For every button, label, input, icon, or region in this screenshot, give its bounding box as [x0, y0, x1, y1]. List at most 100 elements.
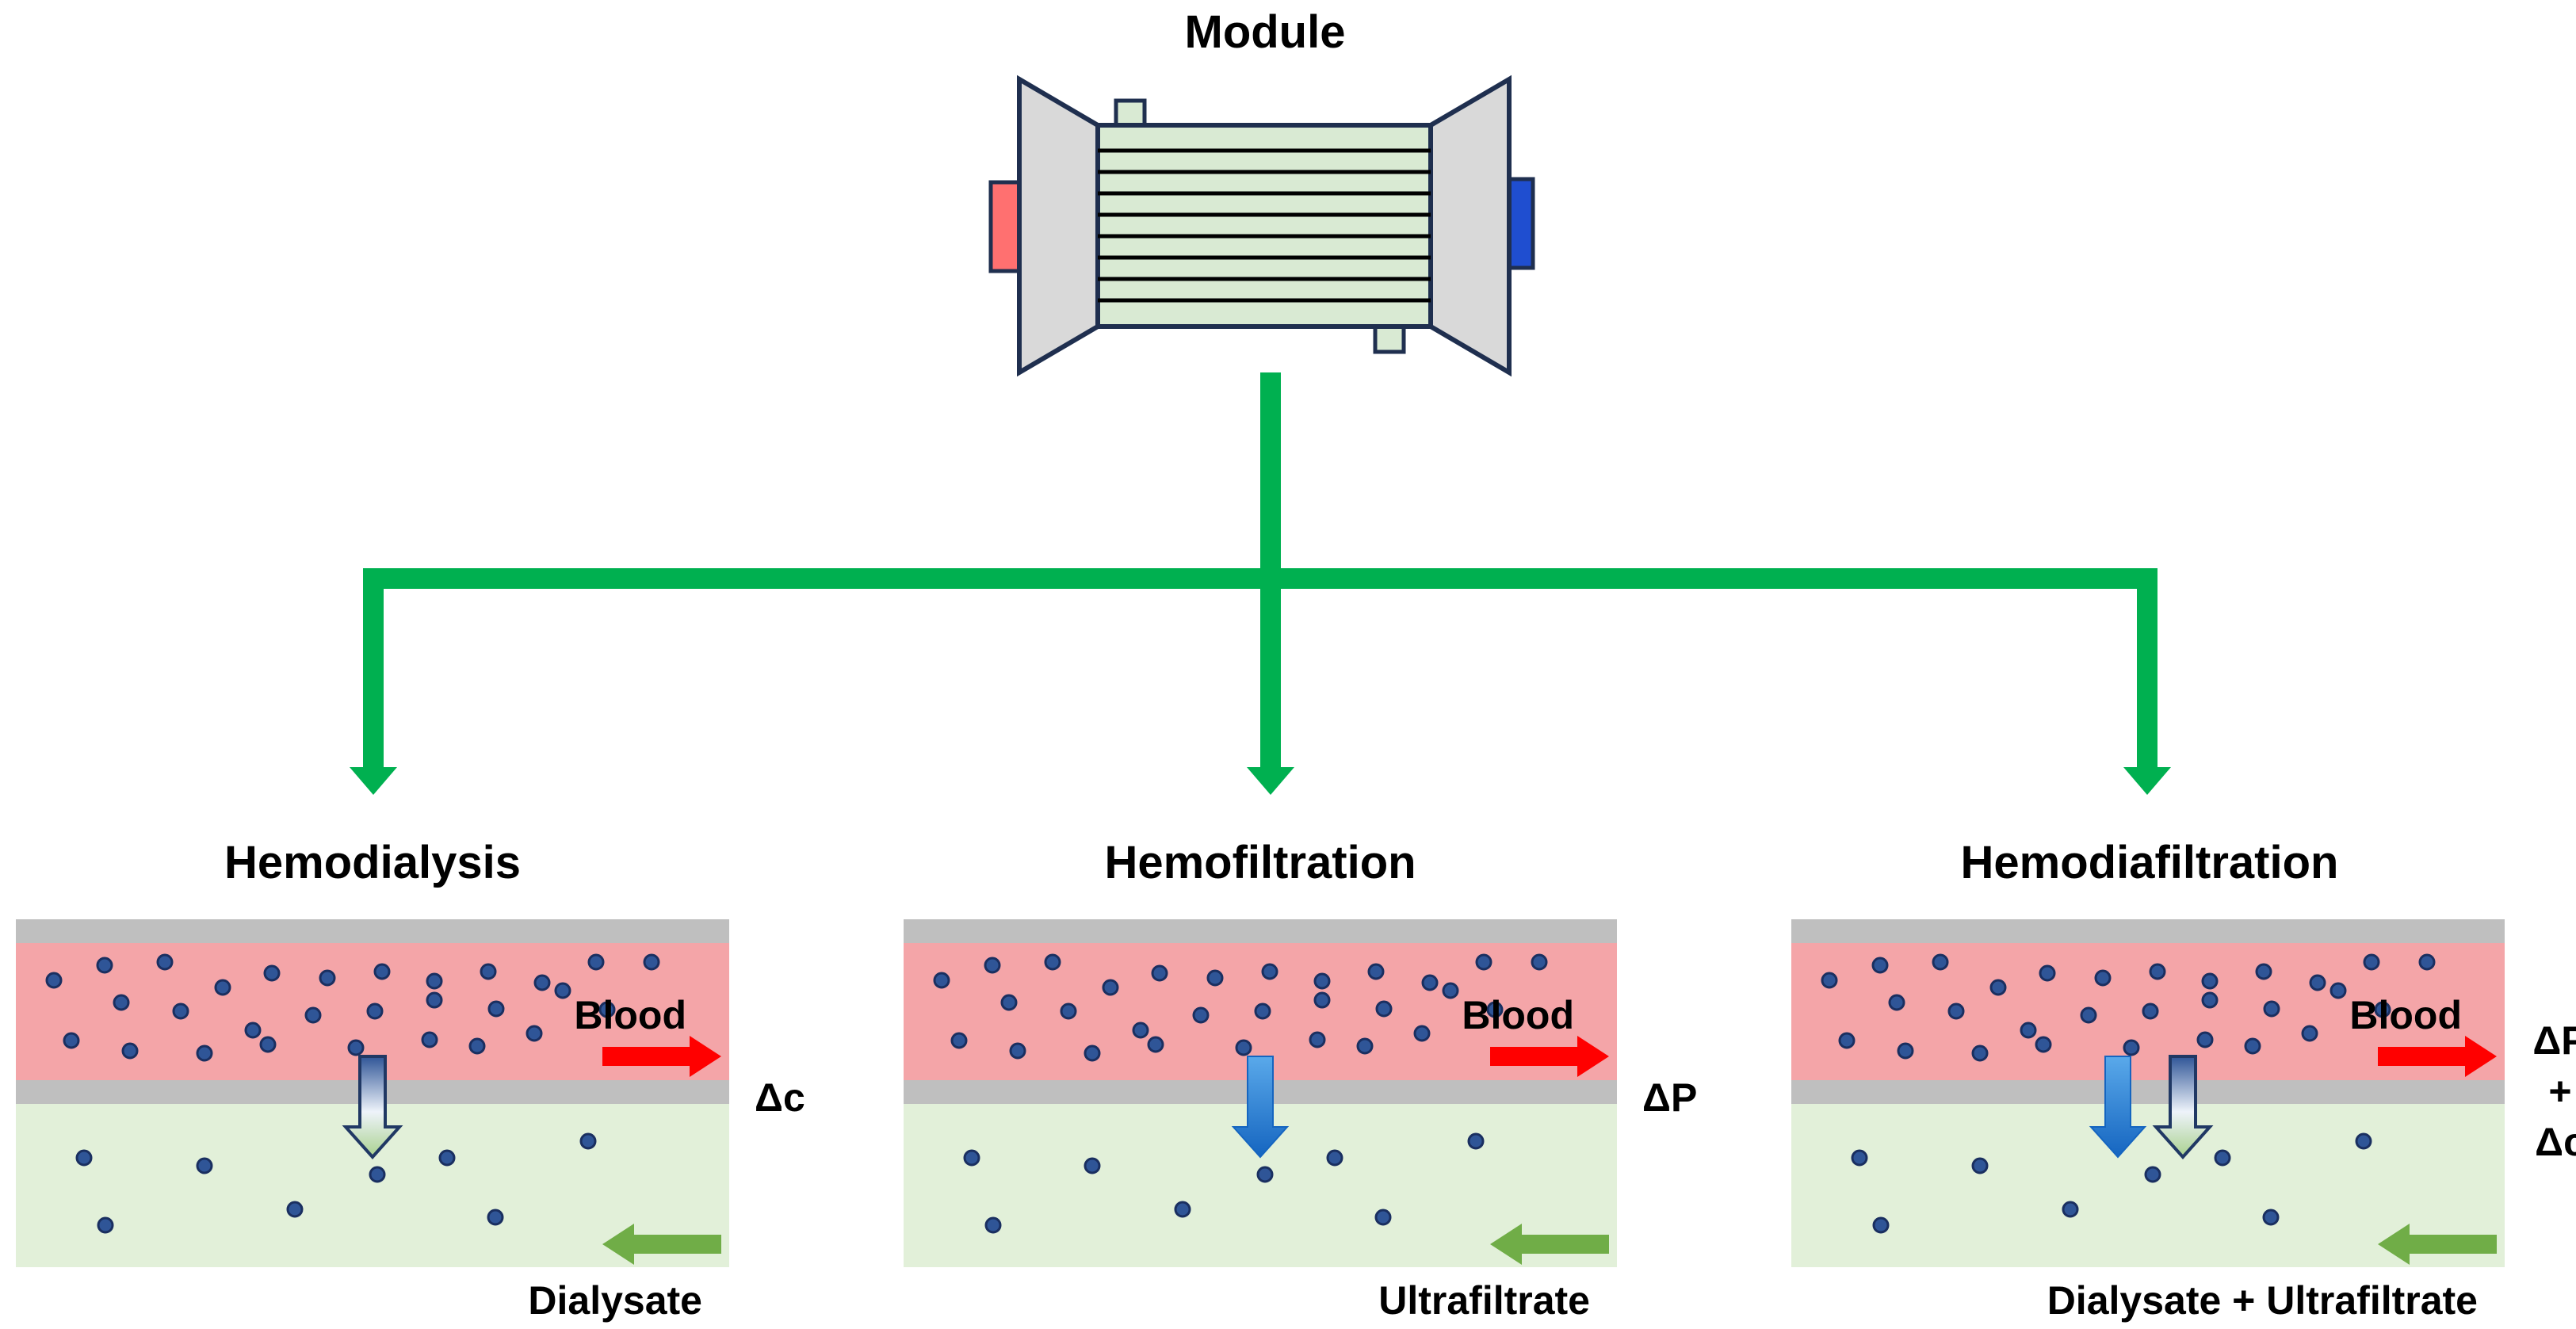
solute-particle: [1309, 1031, 1326, 1048]
solute-particle: [1947, 1002, 1965, 1020]
connector-arrowhead: [2123, 767, 2171, 795]
solute-particle: [1871, 957, 1889, 974]
solute-particle: [97, 1216, 114, 1234]
solute-particle: [2201, 972, 2219, 990]
solute-particle: [1000, 994, 1018, 1011]
module-fibers: [1098, 148, 1431, 303]
solute-particle: [1486, 1001, 1504, 1018]
solute-particle: [1888, 994, 1905, 1011]
solute-particle: [366, 1002, 384, 1020]
solute-particle: [1374, 1209, 1392, 1226]
blood-label: Blood: [2349, 993, 2462, 1037]
top-wall: [1791, 919, 2505, 943]
solute-particle: [2035, 1036, 2052, 1053]
module-fiber-body: [1095, 123, 1433, 329]
solute-particle: [286, 1201, 304, 1218]
dialyzer-module-icon: [988, 74, 1535, 377]
solute-particle: [347, 1039, 365, 1056]
solute-particle: [598, 1001, 616, 1018]
blood-label: Blood: [574, 993, 686, 1037]
connector-drop: [2137, 568, 2157, 773]
solute-particle: [2094, 969, 2112, 987]
solute-particle: [2244, 1037, 2261, 1055]
solute-particle: [1254, 1002, 1271, 1020]
solute-particle: [1147, 1036, 1164, 1053]
panel-title: Hemodiafiltration: [1961, 837, 2339, 888]
solute-particle: [426, 991, 443, 1009]
solute-particle: [554, 982, 571, 999]
solute-particle: [487, 1000, 505, 1018]
membrane: [1791, 1080, 2505, 1104]
bottom-fluid-label: Dialysate: [528, 1278, 702, 1323]
solute-particle: [984, 957, 1001, 974]
solute-particle: [244, 1022, 262, 1039]
connector-drop: [363, 568, 384, 773]
solute-particle: [2301, 1025, 2318, 1042]
solute-particle: [1326, 1149, 1343, 1167]
solute-particle: [984, 1216, 1002, 1234]
solute-particle: [1413, 1025, 1431, 1042]
module-left-cap: [1017, 74, 1100, 377]
solute-particle: [2418, 953, 2436, 971]
solute-particle: [1375, 1000, 1393, 1018]
solute-particle: [533, 974, 551, 991]
branch-connector: [350, 372, 2171, 795]
driving-force-label: Δc: [2535, 1120, 2576, 1164]
panel-title: Hemodialysis: [224, 837, 521, 888]
top-wall: [16, 919, 729, 943]
dialysate-flow-arrow: [1490, 1224, 1609, 1265]
solute-particle: [2255, 963, 2272, 980]
blood-label: Blood: [1462, 993, 1574, 1037]
solute-particle: [1932, 953, 1949, 971]
dialysate-flow-arrow: [2378, 1224, 2497, 1265]
solute-particle: [1989, 979, 2007, 996]
solute-particle: [2142, 1002, 2159, 1020]
solute-particle: [1132, 1022, 1149, 1039]
solute-particle: [196, 1044, 213, 1062]
solute-particle: [579, 1132, 597, 1150]
solute-particle: [1442, 982, 1459, 999]
solute-particle: [2329, 982, 2347, 999]
solute-particle: [2201, 991, 2219, 1009]
solute-particle: [196, 1157, 213, 1174]
solute-particle: [2263, 1000, 2280, 1018]
solute-particle: [2039, 964, 2056, 982]
solute-particle: [1084, 1044, 1101, 1062]
solute-particle: [2214, 1149, 2231, 1167]
solute-particle: [480, 963, 497, 980]
solute-particle: [2196, 1031, 2214, 1048]
solute-particle: [63, 1032, 80, 1049]
connector-arrowhead: [1247, 767, 1294, 795]
solute-particle: [1174, 1201, 1191, 1218]
solute-particle: [121, 1042, 139, 1060]
module-bottom-port: [1373, 323, 1406, 354]
solute-particle: [950, 1032, 968, 1049]
solute-particle: [369, 1166, 386, 1183]
solute-particle: [1261, 963, 1278, 980]
solute-particle: [1971, 1157, 1989, 1174]
solute-particle: [1313, 972, 1331, 990]
solute-particle: [526, 1025, 543, 1042]
diffusion-arrow: [342, 1055, 403, 1159]
panel-title: Hemofiltration: [1104, 837, 1416, 888]
solute-particle: [1235, 1039, 1252, 1056]
solute-particle: [487, 1209, 504, 1226]
solute-particle: [643, 953, 660, 971]
solute-particle: [1475, 953, 1492, 971]
top-wall: [904, 919, 1617, 943]
solute-particle: [1256, 1166, 1274, 1183]
blood-flow-arrow: [1490, 1036, 1609, 1077]
driving-force-label: ΔP: [1642, 1075, 1697, 1120]
solute-particle: [214, 979, 231, 996]
driving-force-label: ΔP: [2532, 1018, 2576, 1063]
solute-particle: [2355, 1132, 2372, 1150]
module-right-cap: [1428, 74, 1512, 377]
module-top-port: [1114, 98, 1147, 128]
connector-arrowhead: [350, 767, 397, 795]
pressure-arrow: [2089, 1056, 2147, 1159]
solute-particle: [1421, 974, 1439, 991]
